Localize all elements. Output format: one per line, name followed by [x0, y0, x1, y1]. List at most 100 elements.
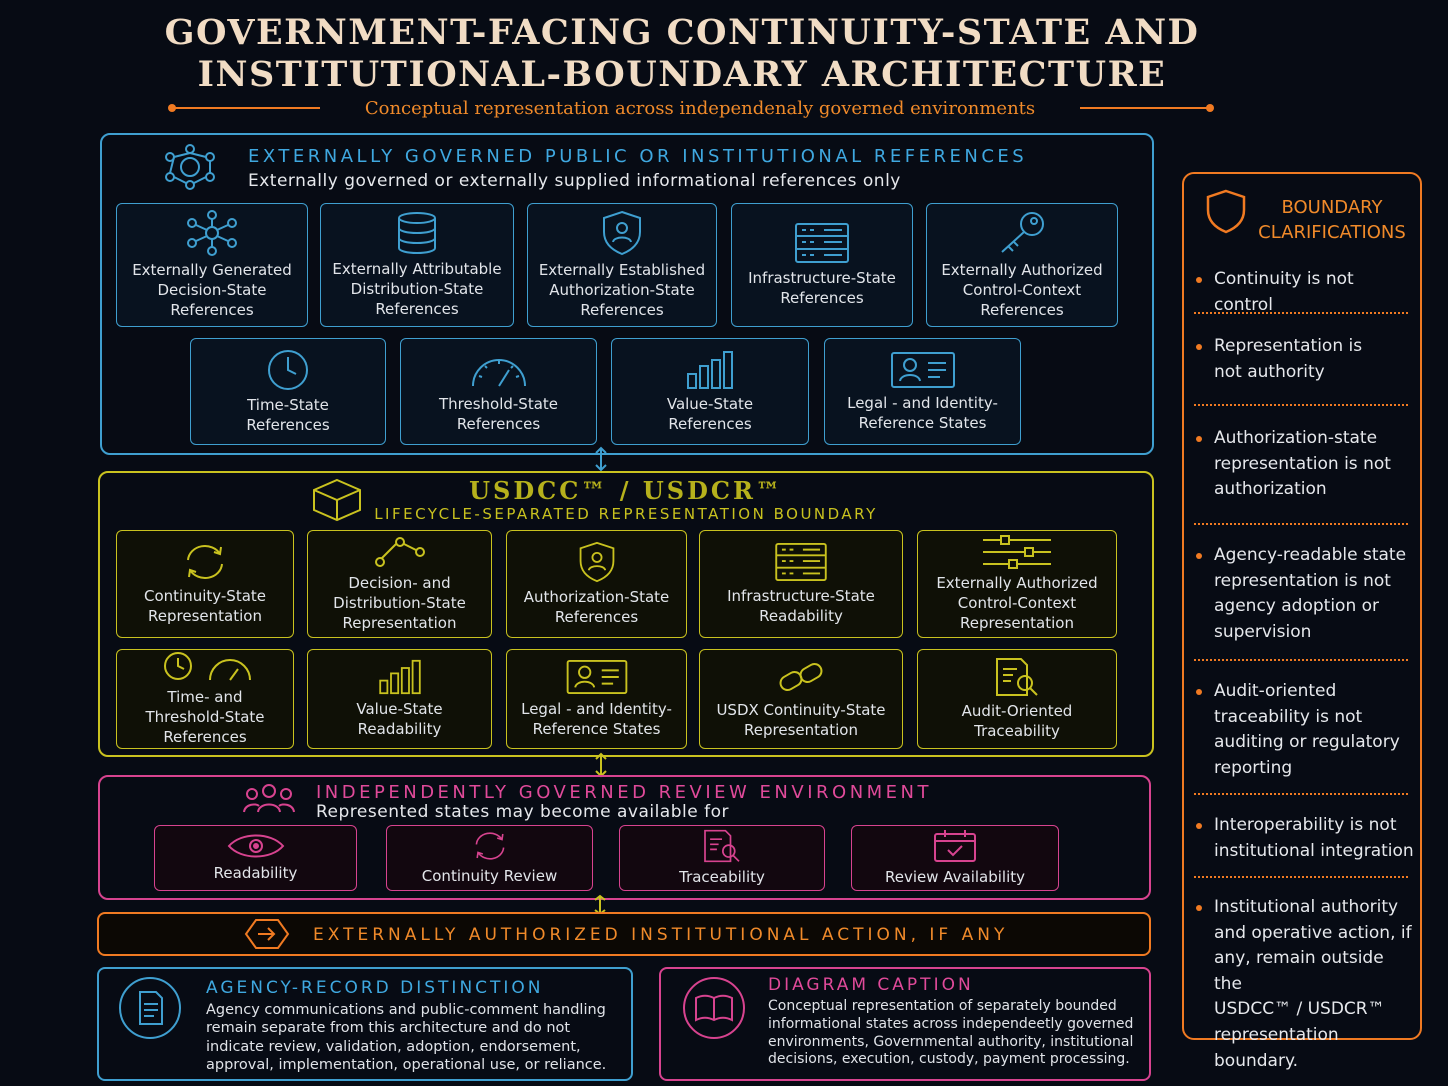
card-label: Time-State References [246, 395, 330, 434]
key-icon [1001, 212, 1044, 253]
boundary-item-text: Institutional authority and operative ac… [1214, 897, 1412, 1071]
review-section-subtitle: Represented states may become available … [316, 802, 729, 822]
boundary-item-text: Authorization-state representation is no… [1214, 428, 1391, 500]
card-audit-oriented-traceability: Audit-Oriented Traceability [917, 649, 1117, 749]
card-time-threshold-state-references: Time- and Threshold-State References [116, 649, 294, 749]
network-icon [187, 210, 237, 256]
subtitle-right-rule [1080, 107, 1210, 109]
boundary-item-text: Representation is not authority [1214, 336, 1363, 382]
boundary-item: Agency-readable state representation is … [1196, 543, 1414, 645]
institutional-action-label: EXTERNALLY AUTHORIZED INSTITUTIONAL ACTI… [313, 925, 1009, 945]
card-value-state-references: Value-State References [611, 338, 809, 445]
boundary-item: Institutional authority and operative ac… [1196, 895, 1416, 1074]
boundary-item: Authorization-state representation is no… [1196, 426, 1414, 503]
boundary-title: BOUNDARY CLARIFICATIONS [1252, 195, 1412, 245]
people-icon [242, 782, 296, 818]
bullet-icon [1196, 553, 1202, 559]
clock-gauge-icon [164, 652, 251, 681]
link-icon [779, 663, 823, 691]
card-label: Traceability [679, 868, 765, 886]
boundary-item-text: Agency-readable state representation is … [1214, 545, 1407, 642]
usdcc-title: USDCC™ / USDCR™ [469, 476, 783, 505]
card-control-context-references: Externally Authorized Control-Context Re… [926, 203, 1118, 327]
card-label: Infrastructure-State References [748, 269, 896, 307]
card-label: Legal - and Identity- Reference States [521, 700, 672, 738]
usdcc-subtitle: LIFECYCLE-SEPARATED REPRESENTATION BOUND… [374, 505, 878, 523]
card-review-availability: Review Availability [851, 825, 1059, 891]
card-time-state-references: Time-State References [190, 338, 386, 445]
boundary-item-text: Continuity is not control [1214, 269, 1354, 315]
bullet-icon [1196, 823, 1202, 829]
boundary-title-line-2: CLARIFICATIONS [1258, 222, 1406, 243]
card-continuity-state-representation: Continuity-State Representation [116, 530, 294, 638]
sliders-icon [983, 535, 1051, 569]
card-label: Value-State References [666, 394, 754, 433]
card-usdx-continuity-state-representation: USDX Continuity-State Representation [699, 649, 903, 749]
eye-icon [227, 834, 284, 858]
bullet-icon [1196, 277, 1202, 283]
review-section-title: INDEPENDENTLY GOVERNED REVIEW ENVIRONMEN… [316, 782, 933, 803]
document-search-icon [996, 658, 1038, 696]
book-icon [676, 976, 752, 1044]
shield-user-icon [603, 210, 641, 256]
hexagon-arrow-icon [244, 918, 290, 954]
document-icon [112, 976, 188, 1044]
card-label: Authorization-State References [523, 588, 670, 626]
id-card-icon [566, 659, 627, 695]
subtitle-left-rule [174, 107, 320, 109]
bar-chart-icon [687, 350, 733, 389]
boundary-divider [1194, 523, 1408, 525]
branch-icon [374, 537, 425, 567]
card-threshold-state-references: Threshold-State References [400, 338, 597, 445]
shield-user-icon [579, 541, 614, 583]
boundary-item: Continuity is not control [1196, 267, 1414, 318]
boundary-divider [1194, 312, 1408, 314]
external-section-subtitle: Externally governed or externally suppli… [248, 171, 901, 191]
boundary-divider [1194, 404, 1408, 406]
card-continuity-review: Continuity Review [386, 825, 593, 891]
card-label: Continuity Review [421, 867, 558, 885]
boundary-divider [1194, 793, 1408, 795]
bullet-icon [1196, 436, 1202, 442]
agency-record-panel [97, 967, 633, 1081]
external-section-title: EXTERNALLY GOVERNED PUBLIC OR INSTITUTIO… [248, 146, 1028, 167]
server-icon [775, 542, 827, 582]
cycle-icon [475, 832, 504, 860]
review-environment-panel [98, 775, 1151, 900]
card-label: Review Availability [884, 868, 1026, 886]
bar-chart-icon [378, 659, 421, 695]
card-decision-state-references: Externally Generated Decision-State Refe… [116, 203, 308, 327]
card-label: USDX Continuity-State Representation [716, 701, 886, 739]
boundary-title-line-1: BOUNDARY [1281, 197, 1383, 218]
card-readability: Readability [154, 825, 357, 891]
database-icon [398, 212, 436, 255]
title-line-1: GOVERNMENT-FACING CONTINUITY-STATE AND [164, 12, 1200, 53]
card-label: Externally Established Authorization-Sta… [538, 261, 706, 319]
server-icon [795, 223, 849, 263]
bullet-icon [1196, 905, 1202, 911]
bullet-icon [1196, 689, 1202, 695]
card-label: Legal - and Identity- Reference States [847, 393, 998, 432]
card-distribution-state-references: Externally Attributable Distribution-Sta… [320, 203, 514, 327]
card-decision-distribution-representation: Decision- and Distribution-State Represe… [307, 530, 492, 638]
card-traceability: Traceability [619, 825, 825, 891]
card-label: Externally Attributable Distribution-Sta… [332, 260, 502, 318]
card-legal-identity-reference-states-usdcc: Legal - and Identity- Reference States [506, 649, 687, 749]
clock-icon [268, 349, 308, 390]
card-label: Externally Authorized Control-Context Re… [936, 574, 1098, 632]
card-label: Time- and Threshold-State References [145, 688, 265, 746]
diagram-caption-text: Conceptual representation of separately … [768, 998, 1134, 1068]
card-label: Threshold-State References [438, 394, 559, 433]
title-line-2: INSTITUTIONAL-BOUNDARY ARCHITECTURE [197, 54, 1167, 95]
card-label: Continuity-State Representation [144, 587, 266, 625]
subtitle-right-dot [1206, 104, 1214, 112]
agency-record-title: AGENCY-RECORD DISTINCTION [206, 978, 544, 998]
bullet-icon [1196, 344, 1202, 350]
card-label: Decision- and Distribution-State Represe… [333, 574, 466, 632]
card-infrastructure-state-references: Infrastructure-State References [731, 203, 913, 327]
card-label: Externally Authorized Control-Context Re… [941, 261, 1103, 319]
id-card-icon [890, 351, 955, 388]
card-label: Audit-Oriented Traceability [961, 702, 1073, 740]
agency-record-text: Agency communications and public-comment… [206, 1002, 607, 1074]
card-label: Value-State Readability [356, 700, 443, 738]
